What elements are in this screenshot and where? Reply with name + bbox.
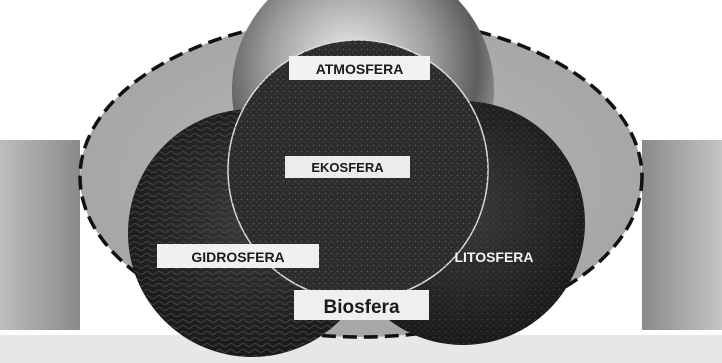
atmosphere-label: ATMOSFERA bbox=[289, 56, 430, 80]
ecosphere-label-text: EKOSFERA bbox=[311, 160, 384, 175]
left-side-band bbox=[0, 140, 80, 330]
biosphere-label: Biosfera bbox=[294, 290, 429, 320]
biosphere-label-text: Biosfera bbox=[323, 297, 399, 318]
atmosphere-label-text: ATMOSFERA bbox=[316, 61, 404, 77]
hydrosphere-label-text: GIDROSFERA bbox=[191, 249, 284, 265]
lithosphere-label-text: LITOSFERA bbox=[454, 249, 533, 265]
right-side-band bbox=[642, 140, 722, 330]
bottom-band bbox=[0, 335, 722, 363]
lithosphere-label: LITOSFERA bbox=[454, 249, 533, 265]
ecosphere-label: EKOSFERA bbox=[285, 156, 410, 178]
hydrosphere-label: GIDROSFERA bbox=[157, 244, 319, 268]
